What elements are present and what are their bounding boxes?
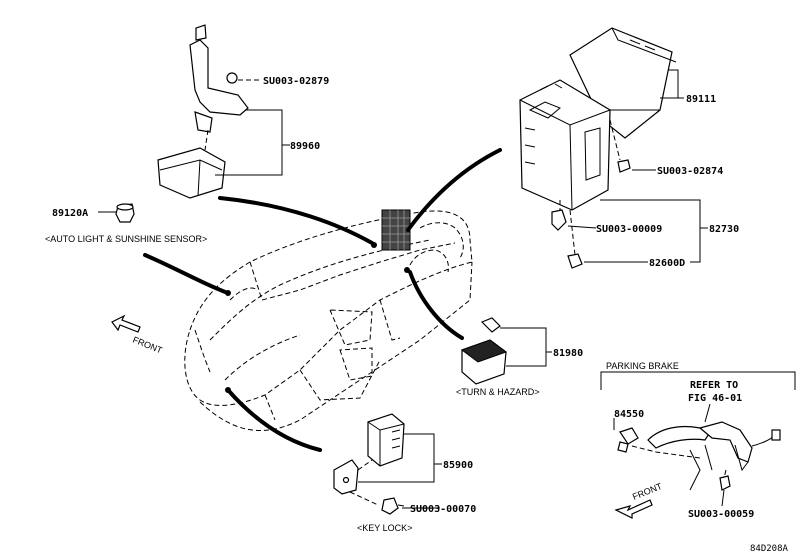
relay-block-82730-icon <box>519 79 611 211</box>
label-refer-to: REFER TO <box>690 380 738 391</box>
leader-81980 <box>408 270 464 340</box>
label-front-right: FRONT <box>631 481 664 502</box>
bracket-85900-icon <box>333 459 359 495</box>
bracket-89960-icon <box>157 24 249 199</box>
parking-brake-inset: PARKING BRAKE REFER TO FIG 46-01 84550 S… <box>600 361 796 520</box>
label-89111: 89111 <box>686 94 716 105</box>
defroster-grille-icon <box>381 209 411 251</box>
front-arrow-right-icon <box>614 499 653 519</box>
leader-89120a <box>143 253 230 295</box>
label-su003-00070: SU003-00070 <box>410 504 476 515</box>
label-su003-00059: SU003-00059 <box>688 509 754 520</box>
label-81980: 81980 <box>553 348 583 359</box>
label-89120a: 89120A <box>52 208 88 219</box>
switch-84550-icon <box>617 427 639 453</box>
label-82600d: 82600D <box>649 258 685 269</box>
leader-85900 <box>226 388 322 452</box>
caption-auto-light-sunshine-sensor: <AUTO LIGHT & SUNSHINE SENSOR> <box>45 234 207 244</box>
label-82730: 82730 <box>709 224 739 235</box>
label-front-left: FRONT <box>131 335 164 356</box>
caption-key-lock: <KEY LOCK> <box>357 523 412 533</box>
parking-brake-lever-icon <box>647 421 781 491</box>
leader-89960 <box>218 196 374 245</box>
turn-hazard-relay-81980-icon <box>460 317 508 385</box>
label-fig-46-01: FIG 46-01 <box>688 393 742 404</box>
caption-turn-hazard: <TURN & HAZARD> <box>456 387 540 397</box>
screw-su003-02874-icon <box>617 159 631 173</box>
relay-82600d-icon <box>567 253 583 269</box>
label-89960: 89960 <box>290 141 320 152</box>
front-arrow-left-icon <box>111 314 141 333</box>
diagram-code: 84D208A <box>750 544 789 554</box>
parking-brake-title: PARKING BRAKE <box>606 361 679 371</box>
label-84550: 84550 <box>614 409 644 420</box>
label-su003-00009: SU003-00009 <box>596 224 662 235</box>
instrument-panel <box>184 209 473 431</box>
screw-su003-00070-icon <box>381 497 405 515</box>
label-su003-02874: SU003-02874 <box>657 166 723 177</box>
label-85900: 85900 <box>443 460 473 471</box>
screw-su003-00059-icon <box>719 475 731 491</box>
sensor-89120a-icon <box>115 203 135 223</box>
key-lock-relay-85900-icon <box>367 413 405 467</box>
screw-su003-00009-icon <box>551 209 567 231</box>
leader-82730 <box>406 148 502 232</box>
label-su003-02879: SU003-02879 <box>263 76 329 87</box>
